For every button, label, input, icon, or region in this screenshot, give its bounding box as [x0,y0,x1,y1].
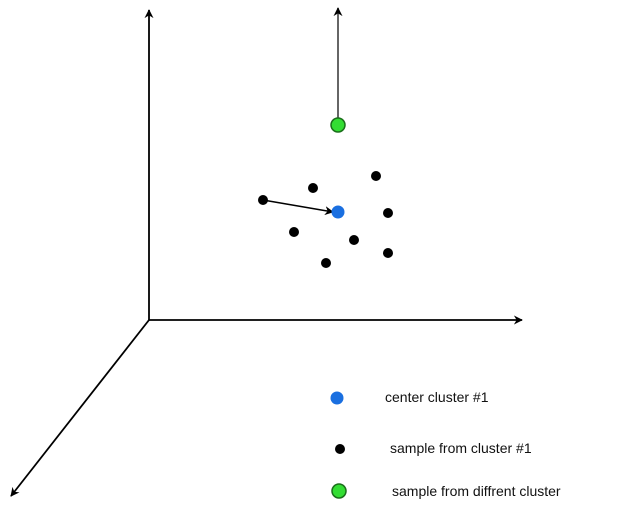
legend-different-marker [331,483,347,499]
legend-center-label: center cluster #1 [385,389,489,405]
legend-different-label: sample from diffrent cluster [392,483,561,499]
legend-sample-label: sample from cluster #1 [390,440,532,456]
cluster-sample-point [258,195,268,205]
sample-to-center-arrow [262,199,334,216]
cluster-sample-point [349,235,359,245]
cluster-sample-point [371,171,381,181]
cluster-sample-point [308,183,318,193]
cluster-sample-point [321,258,331,268]
cluster-center-point [331,205,345,219]
cluster-sample-point [383,248,393,258]
cluster-sample-point [289,227,299,237]
different-cluster-point [330,117,346,133]
z-axis [10,319,150,497]
legend-center-marker [330,391,344,405]
cluster-sample-point [383,208,393,218]
legend-sample-marker [335,444,345,454]
